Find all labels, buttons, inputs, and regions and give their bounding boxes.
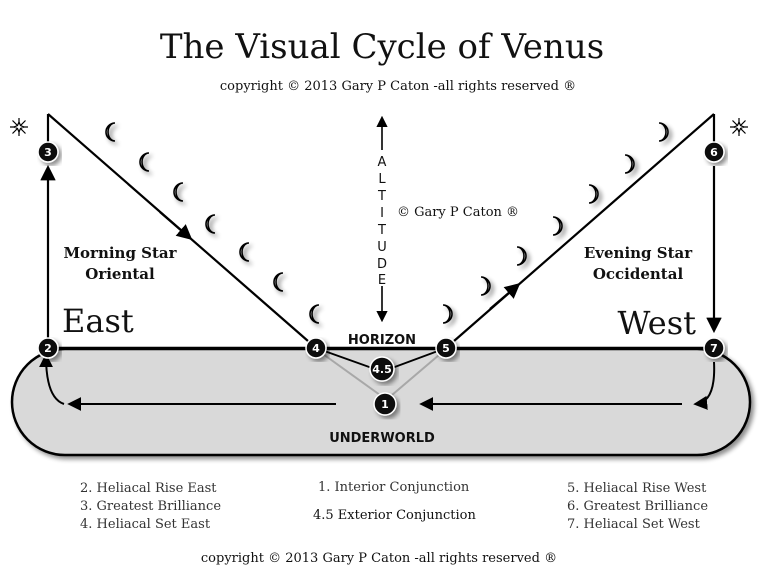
morning-oriental-label: Oriental	[85, 265, 155, 283]
marker-3-label: 3	[44, 146, 52, 159]
altitude-letter: E	[378, 273, 386, 288]
marker-3: 3	[37, 141, 59, 163]
altitude-letters: A L T I T U D E	[377, 155, 387, 288]
altitude-letter: A	[378, 155, 387, 170]
crescent-moon-icon	[273, 272, 284, 292]
marker-4-label: 4	[312, 342, 320, 355]
crescent-moon-icon	[658, 122, 669, 142]
marker-6-label: 6	[710, 146, 718, 159]
watermark: © Gary P Caton ®	[397, 205, 519, 220]
marker-2: 2	[37, 337, 59, 359]
legend-left: 2. Heliacal Rise East 3. Greatest Brilli…	[80, 481, 221, 532]
marker-5: 5	[435, 337, 457, 359]
west-label: West	[618, 304, 697, 342]
crescent-moon-icon	[624, 154, 635, 174]
altitude-letter: I	[380, 206, 384, 221]
morning-star-label: Morning Star	[63, 244, 177, 262]
evening-crescents	[442, 122, 669, 324]
marker-2-label: 2	[44, 342, 52, 355]
legend-item: 4. Heliacal Set East	[80, 517, 211, 532]
legend-item: 4.5 Exterior Conjunction	[313, 508, 477, 523]
crescent-moon-icon	[173, 182, 184, 202]
marker-7-label: 7	[710, 342, 718, 355]
star-burst-icon	[730, 118, 748, 136]
underworld-curve-left	[39, 353, 65, 405]
altitude-letter: T	[377, 223, 386, 238]
marker-7: 7	[703, 337, 725, 359]
conjunction-ray-right	[391, 348, 447, 396]
underworld-label: UNDERWORLD	[329, 431, 435, 446]
altitude-letter: T	[377, 189, 386, 204]
diagram-title: The Visual Cycle of Venus	[160, 27, 604, 67]
crescent-moon-icon	[139, 152, 150, 172]
star-burst-icon	[10, 118, 28, 136]
underworld-curve-right	[693, 361, 716, 410]
crescent-moon-icon	[239, 242, 250, 262]
legend-item: 1. Interior Conjunction	[318, 480, 470, 495]
copyright-top: copyright © 2013 Gary P Caton -all right…	[220, 79, 576, 94]
evening-occidental-label: Occidental	[593, 265, 684, 283]
marker-1: 1	[373, 392, 397, 416]
legend-item: 7. Heliacal Set West	[567, 517, 701, 532]
altitude-letter: U	[377, 240, 387, 255]
evening-ascent-arrow	[489, 282, 521, 310]
crescent-moon-icon	[309, 304, 320, 324]
altitude-letter: L	[378, 172, 386, 187]
morning-descent-arrow	[159, 211, 193, 241]
marker-1-label: 1	[381, 398, 389, 411]
crescent-moon-icon	[516, 246, 527, 266]
crescent-moon-icon	[205, 214, 216, 234]
crescent-moon-icon	[588, 184, 599, 204]
marker-4-5-label: 4.5	[372, 363, 392, 376]
legend-item: 2. Heliacal Rise East	[80, 481, 217, 496]
marker-4: 4	[305, 337, 327, 359]
altitude-text-bg	[372, 150, 392, 286]
morning-crescents	[105, 122, 320, 324]
marker-5-label: 5	[442, 342, 450, 355]
legend-center: 1. Interior Conjunction 4.5 Exterior Con…	[313, 480, 477, 523]
copyright-bottom: copyright © 2013 Gary P Caton -all right…	[201, 551, 557, 566]
altitude-letter: D	[377, 257, 387, 272]
crescent-moon-icon	[105, 122, 116, 142]
legend-item: 6. Greatest Brilliance	[567, 499, 708, 514]
legend-item: 3. Greatest Brilliance	[80, 499, 221, 514]
legend-right: 5. Heliacal Rise West 6. Greatest Brilli…	[567, 481, 708, 532]
crescent-moon-icon	[480, 276, 491, 296]
marker-4-5: 4.5	[369, 356, 395, 382]
conjunction-ray-left	[315, 348, 381, 396]
evening-star-label: Evening Star	[584, 244, 693, 262]
horizon-label: HORIZON	[348, 333, 416, 348]
crescent-moon-icon	[552, 216, 563, 236]
crescent-moon-icon	[442, 304, 453, 324]
legend-item: 5. Heliacal Rise West	[567, 481, 707, 496]
east-label: East	[62, 302, 134, 340]
marker-6: 6	[703, 141, 725, 163]
